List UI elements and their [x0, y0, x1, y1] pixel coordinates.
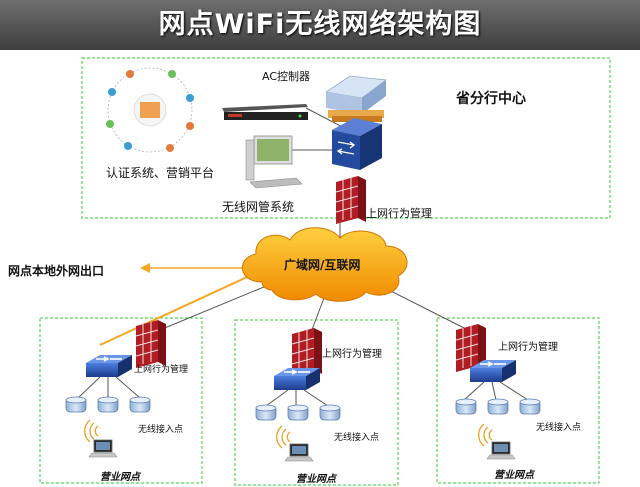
center-behavior-mgmt-label: 上网行为管理: [366, 207, 432, 220]
branch-3-devices: [455, 323, 541, 460]
ac-controller-icon: [325, 75, 387, 122]
branch-2-name-label: 营业网点: [296, 474, 336, 485]
page-title: 网点WiFi无线网络架构图: [158, 9, 482, 40]
auth-platform-label: 认证系统、营销平台: [106, 166, 215, 180]
branch-1-behavior-label: 上网行为管理: [134, 365, 189, 375]
branch-3-name-label: 营业网点: [494, 470, 534, 481]
wireless-mgmt-label: 无线网管系统: [222, 200, 295, 214]
branch-region-3: [436, 317, 600, 484]
branch-1-devices: [65, 319, 167, 458]
branch-region-2: [234, 319, 399, 486]
branch-2-devices: [255, 327, 341, 462]
branch-3-behavior-label: 上网行为管理: [498, 342, 558, 353]
wan-cloud-icon: [241, 227, 408, 302]
branch-region-1: [39, 317, 203, 484]
branch-2-ap-label: 无线接入点: [334, 433, 380, 443]
title-bar: [0, 0, 640, 50]
local-exit-label: 网点本地外网出口: [8, 264, 105, 278]
branch-1-ap-label: 无线接入点: [138, 425, 184, 435]
center-firewall-icon: [335, 175, 367, 225]
connection-lines: [154, 107, 473, 336]
branch-3-ap-label: 无线接入点: [536, 423, 582, 433]
core-switch-icon: [332, 118, 382, 170]
branch-1-name-label: 营业网点: [100, 472, 140, 483]
ac-controller-label: AC控制器: [262, 70, 311, 83]
network-diagram: [39, 57, 611, 486]
center-name-label: 省分行中心: [456, 91, 526, 107]
cloud-label: 广域网/互联网: [284, 258, 361, 272]
local-exit-line: [99, 271, 259, 346]
local-exit-arrowhead: [140, 263, 150, 273]
management-pc-icon: [245, 135, 303, 189]
auth-platform-icon: [106, 67, 194, 153]
rack-server-icon: [222, 104, 308, 120]
branch-2-behavior-label: 上网行为管理: [322, 349, 382, 360]
